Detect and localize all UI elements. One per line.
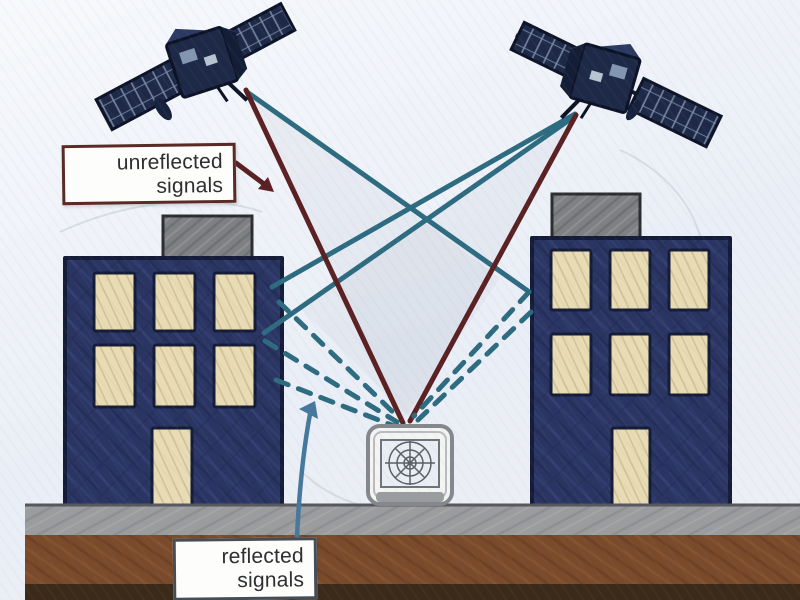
signal-lines: [243, 87, 579, 426]
satellite-debris-right: [625, 99, 643, 121]
window: [152, 271, 197, 333]
reflected-left-2: [262, 338, 400, 425]
window: [152, 343, 197, 409]
antenna: [216, 85, 229, 103]
soil: [25, 535, 800, 588]
satellite-debris-left: [154, 97, 172, 121]
window: [667, 248, 711, 312]
solar-panel: [626, 76, 724, 149]
unreflected-signals-label: unreflected signals: [61, 142, 237, 206]
reflected-right-1: [411, 289, 532, 419]
satellite-left-icon: [94, 1, 297, 132]
soil-dark-strip: [25, 584, 800, 600]
window: [549, 248, 593, 312]
window: [608, 332, 652, 397]
signal-left-sat-to-right-building: [244, 89, 531, 294]
building-left: [63, 214, 284, 514]
reflected-left-1: [276, 299, 402, 421]
arrow-up-icon: [294, 401, 318, 540]
satellite-body: [559, 42, 642, 120]
sketch-stroke: [619, 149, 701, 237]
window: [92, 343, 137, 409]
receiver-base: [376, 492, 444, 502]
window: [549, 332, 593, 397]
reflected-signal-lines: [262, 289, 534, 429]
window: [92, 271, 137, 333]
signal-right-sat-to-left-building-upper: [269, 111, 578, 290]
window: [667, 332, 711, 397]
arrow-down-right-icon: [233, 160, 274, 192]
window: [608, 248, 652, 312]
reflected-signals-text: reflected signals: [221, 544, 305, 592]
antenna: [579, 102, 592, 120]
door: [150, 426, 194, 512]
gps-receiver-icon: [366, 424, 454, 506]
satellite-right-icon: [509, 20, 724, 149]
reflected-right-2: [415, 309, 534, 423]
ground: [25, 503, 800, 600]
signal-right-sat-to-left-building-lower: [261, 113, 578, 336]
unreflected-signals-text: unreflected signals: [116, 149, 224, 198]
antenna: [559, 98, 581, 120]
direct-signal-right: [407, 112, 579, 424]
reflected-signals-label: reflected signals: [172, 537, 318, 600]
window: [212, 343, 257, 409]
window: [212, 271, 257, 333]
roof-box: [161, 214, 254, 264]
reflected-left-3: [273, 377, 397, 429]
sidewalk: [25, 505, 800, 535]
compass-rose: [385, 441, 435, 485]
door: [610, 426, 652, 512]
direct-signal-left: [243, 87, 406, 426]
antenna: [227, 81, 249, 102]
satellite-body: [165, 25, 249, 103]
building-right: [530, 192, 732, 514]
roof-box: [550, 192, 642, 244]
